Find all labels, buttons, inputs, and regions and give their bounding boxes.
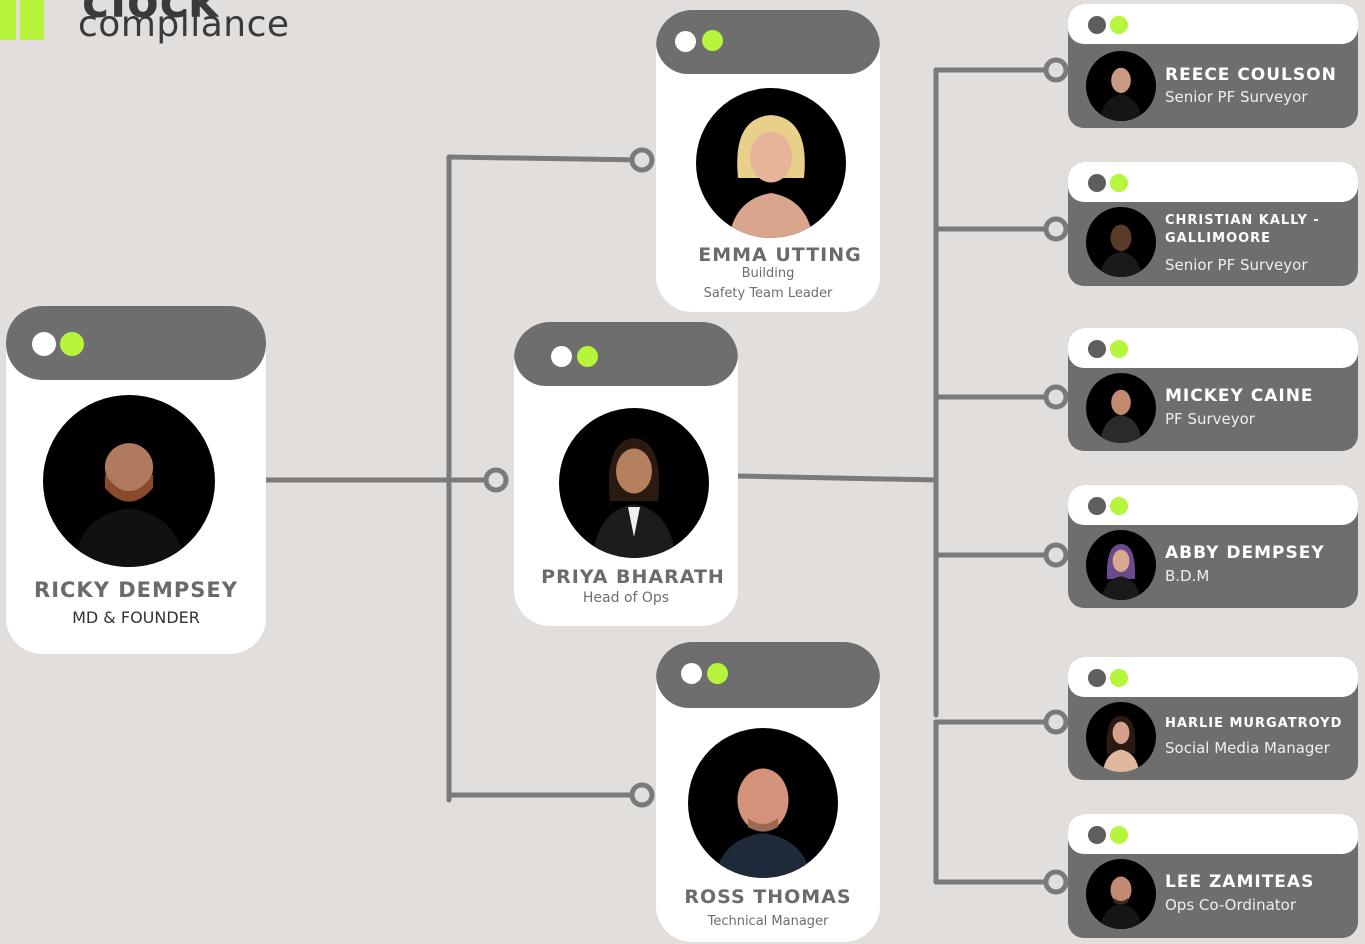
window-dot [1088,497,1106,515]
card-header [1068,162,1358,202]
person-role: B.D.M [1165,567,1210,585]
person-name-line2: GALLIMOORE [1165,231,1272,246]
avatar [696,88,846,238]
window-dot-accent [1110,497,1128,515]
logo-icon [0,0,44,40]
manager-card-ross-thomas: ROSS THOMAS Technical Manager [656,642,880,942]
card-header [1068,4,1358,44]
person-role: Ops Co-Ordinator [1165,896,1296,914]
logo-text-top: clock [82,0,220,28]
window-dot-accent [1110,340,1128,358]
team-card-reece-coulson: REECE COULSON Senior PF Surveyor [1068,4,1358,128]
card-header [6,306,266,380]
person-role-line2: Safety Team Leader [703,286,833,301]
window-dot-accent [1110,826,1128,844]
card-header [514,322,738,386]
team-card-mickey-caine: MICKEY CAINE PF Surveyor [1068,328,1358,451]
person-name: REECE COULSON [1165,65,1337,85]
card-header [656,10,880,74]
avatar [1086,207,1156,277]
team-card-christian-kally-gallimoore: CHRISTIAN KALLY - GALLIMOORE Senior PF S… [1068,162,1358,286]
person-role: Technical Manager [707,914,829,929]
person-name: PRIYA BHARATH [541,566,725,588]
person-role: PF Surveyor [1165,410,1255,428]
founder-card: RICKY DEMPSEY MD & FOUNDER [6,306,266,654]
window-dot-accent [707,663,728,684]
person-name: HARLIE MURGATROYD [1165,716,1343,731]
logo-text: compliance [78,4,290,45]
person-role: Social Media Manager [1165,739,1330,757]
window-dot-accent [1110,174,1128,192]
team-card-harlie-murgatroyd: HARLIE MURGATROYD Social Media Manager [1068,657,1358,780]
window-dot-accent [577,346,598,367]
card-header [656,642,880,708]
window-dot [681,663,702,684]
card-header [1068,814,1358,854]
avatar [1086,51,1156,121]
window-dot [551,346,572,367]
person-name: ABBY DEMPSEY [1165,543,1325,563]
card-header [1068,657,1358,697]
window-dot [1088,826,1106,844]
card-header [1068,485,1358,525]
avatar [1086,859,1156,929]
avatar [43,395,215,567]
person-role: Senior PF Surveyor [1165,256,1308,274]
person-name-line1: CHRISTIAN KALLY - [1165,213,1320,228]
avatar [559,408,709,558]
person-role: Senior PF Surveyor [1165,88,1308,106]
window-dot-accent [1110,669,1128,687]
manager-card-emma-utting: EMMA UTTING Building Safety Team Leader [656,10,880,312]
window-dot-accent [702,30,723,51]
avatar [688,728,838,878]
window-dot [1088,16,1106,34]
avatar [1086,530,1156,600]
window-dot [675,31,696,52]
person-name: LEE ZAMITEAS [1165,872,1315,892]
avatar [1086,373,1156,443]
window-dot [1088,340,1106,358]
person-role-line1: Building [741,266,795,281]
person-name: EMMA UTTING [698,244,862,266]
person-name: MICKEY CAINE [1165,386,1314,406]
person-role: Head of Ops [582,590,670,606]
manager-card-priya-bharath: PRIYA BHARATH Head of Ops [514,322,738,626]
window-dot [32,332,56,356]
window-dot-accent [60,332,84,356]
card-header [1068,328,1358,368]
person-name: RICKY DEMPSEY [34,578,238,602]
team-card-lee-zamiteas: LEE ZAMITEAS Ops Co-Ordinator [1068,814,1358,938]
avatar [1086,702,1156,772]
team-card-abby-dempsey: ABBY DEMPSEY B.D.M [1068,485,1358,608]
person-role: MD & FOUNDER [72,608,200,627]
window-dot [1088,669,1106,687]
window-dot-accent [1110,16,1128,34]
window-dot [1088,174,1106,192]
person-name: ROSS THOMAS [684,886,852,908]
